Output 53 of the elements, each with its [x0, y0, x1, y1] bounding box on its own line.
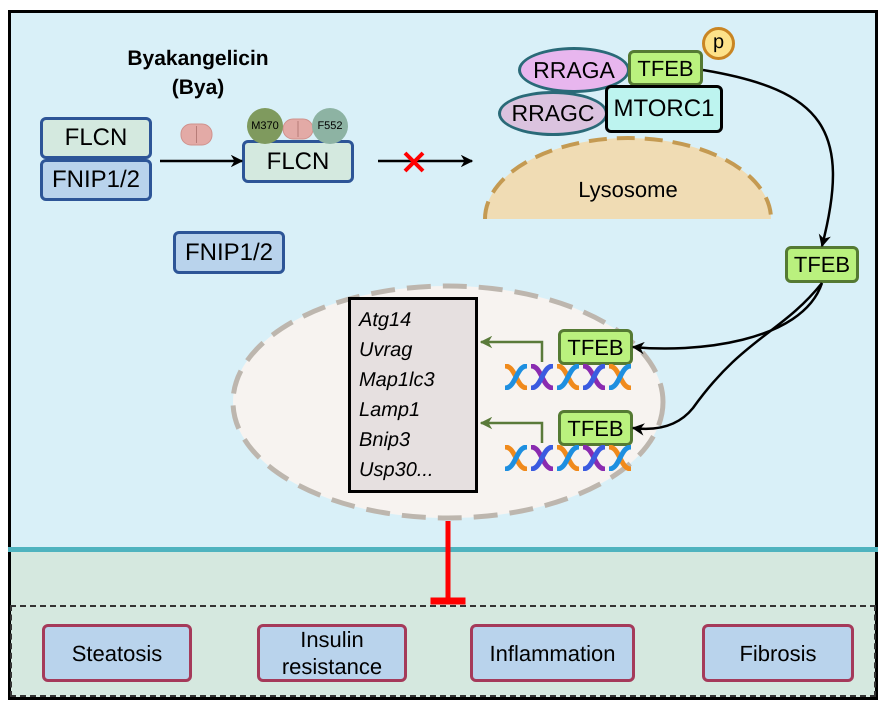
- arrow: [160, 154, 244, 168]
- protein-box: [558, 329, 633, 365]
- gene-name: Usp30...: [359, 458, 434, 483]
- node-label: TFEB: [794, 251, 850, 279]
- outcome-panel: [10, 605, 876, 697]
- node-label: FNIP1/2: [184, 238, 274, 268]
- drug-name: Byakangelicin (Bya): [126, 46, 270, 102]
- protein-box: [173, 231, 285, 274]
- protein-box: [605, 85, 723, 133]
- node-label: RRAGA: [533, 56, 615, 85]
- nucleus-ellipse: [230, 283, 666, 521]
- lysosome-shape: [482, 135, 774, 219]
- node-label: FNIP1/2: [52, 165, 140, 195]
- protein-box: [40, 159, 152, 201]
- gene-name: Lamp1: [359, 398, 420, 423]
- node-label: FLCN: [266, 146, 330, 176]
- node-label: FLCN: [64, 123, 128, 153]
- protein-box: [242, 140, 354, 183]
- arrow: [378, 154, 474, 168]
- protein-box: [628, 50, 703, 86]
- gene-list-box: [348, 297, 478, 493]
- arrow: [480, 336, 544, 362]
- node-label: TFEB: [637, 54, 694, 82]
- outcome-box: [702, 624, 854, 682]
- arrow: [702, 68, 834, 248]
- dna-drawing: [503, 364, 633, 390]
- inhibition-line: [430, 521, 466, 604]
- node-label: F552: [317, 118, 343, 134]
- node-label: p: [712, 32, 724, 52]
- protein-box: [40, 117, 152, 159]
- node-label: TFEB: [567, 334, 624, 362]
- protein-box: [785, 246, 859, 283]
- node-label: TFEB: [567, 414, 624, 442]
- gene-name: Map1lc3: [359, 368, 435, 393]
- node-label: Fibrosis: [739, 640, 816, 668]
- node-label: Insulin resistance: [280, 626, 384, 680]
- node-label: Inflammation: [490, 640, 616, 668]
- arrow: [632, 282, 823, 436]
- gene-name: Bnip3: [359, 428, 410, 453]
- node-label: Steatosis: [72, 640, 162, 668]
- outcome-box: [257, 624, 407, 682]
- arrow: [480, 416, 544, 443]
- node-label: MTORC1: [614, 94, 714, 124]
- arrow: [632, 282, 824, 354]
- protein-box: [558, 410, 633, 446]
- dna-drawing: [503, 445, 633, 471]
- outcome-box: [42, 624, 192, 682]
- node-label: M370: [251, 118, 279, 134]
- node-label: RRAGC: [511, 99, 595, 128]
- gene-name: Uvrag: [359, 338, 412, 363]
- node-label: Lysosome: [578, 176, 678, 204]
- gene-name: Atg14: [359, 308, 412, 333]
- outcome-box: [470, 624, 635, 682]
